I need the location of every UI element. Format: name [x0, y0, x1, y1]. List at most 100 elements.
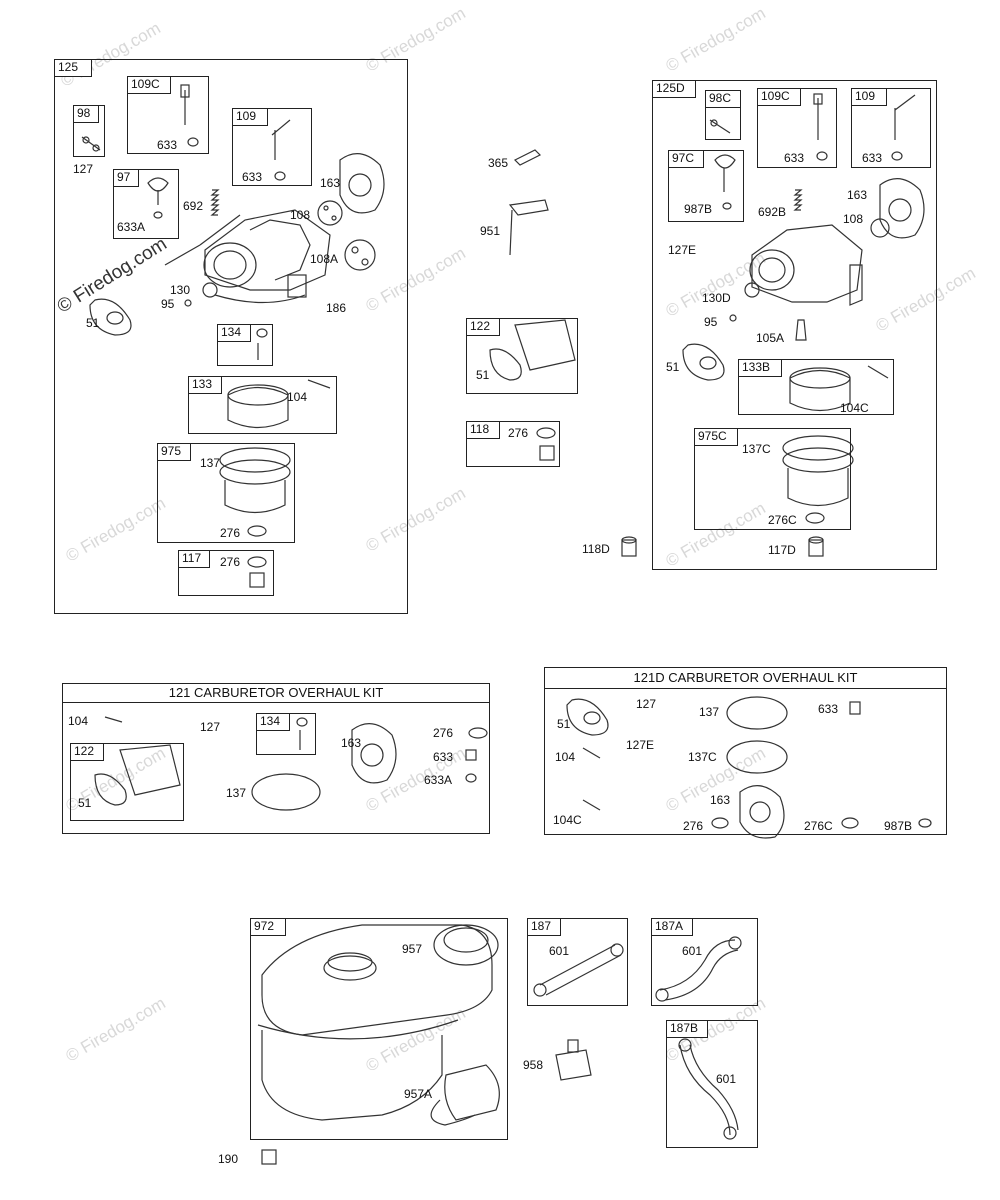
label-127: 127	[73, 162, 94, 176]
box-133	[188, 376, 337, 434]
label-633: 633	[157, 138, 178, 152]
needle-105a-drawing	[795, 319, 807, 341]
tag-975c: 975C	[694, 428, 738, 446]
label-163: 163	[341, 736, 362, 750]
label-108: 108	[843, 212, 864, 226]
tag-109-d: 109	[851, 88, 887, 106]
label-104: 104	[68, 714, 89, 728]
spring-692-drawing	[210, 189, 220, 216]
bowl-975-drawing	[219, 447, 291, 537]
label-601: 601	[716, 1072, 737, 1086]
gasket-51-d-drawing	[682, 343, 725, 381]
pin-109-d-drawing	[891, 94, 916, 161]
label-104c: 104C	[553, 813, 582, 827]
float-133-drawing	[227, 379, 331, 429]
gasket-122-kit-drawing	[94, 744, 181, 806]
label-137: 137	[226, 786, 247, 800]
group-125d-frame	[652, 80, 937, 570]
label-601: 601	[682, 944, 703, 958]
label-633: 633	[818, 702, 839, 716]
label-104: 104	[555, 750, 576, 764]
hose-187b-drawing	[678, 1038, 739, 1140]
label-276: 276	[220, 555, 241, 569]
box-122	[466, 318, 578, 394]
kit-121d-title: 121D CARBURETOR OVERHAUL KIT	[544, 667, 947, 689]
label-118d: 118D	[582, 542, 610, 556]
screw-117d-drawing	[808, 536, 824, 557]
label-163: 163	[320, 176, 341, 190]
label-633: 633	[784, 151, 805, 165]
lever-951-drawing	[508, 199, 549, 256]
gasket-122-drawing	[489, 319, 576, 381]
label-108: 108	[290, 208, 311, 222]
box-133b	[738, 359, 894, 415]
seal-118-drawing	[536, 427, 556, 461]
valve-958-drawing	[555, 1039, 592, 1081]
screw-190-drawing	[261, 1149, 277, 1165]
carburetor-125-drawing	[164, 209, 331, 304]
label-108a: 108A	[310, 252, 339, 266]
pin-104c-kitd-drawing	[582, 799, 601, 811]
screw-95-drawing	[184, 299, 192, 307]
plate-108-d-drawing	[870, 218, 890, 238]
tank-972-frame	[250, 918, 508, 1140]
label-137c: 137C	[742, 442, 771, 456]
tag-117: 117	[178, 550, 210, 568]
label-633: 633	[433, 750, 454, 764]
part-130d-drawing	[744, 282, 760, 298]
label-51: 51	[557, 717, 571, 731]
label-51: 51	[86, 316, 100, 330]
kit-121-frame	[62, 683, 490, 834]
screw-117-drawing	[247, 556, 267, 588]
label-276c: 276C	[804, 819, 833, 833]
hose-187a-frame	[651, 918, 758, 1006]
label-104c: 104C	[840, 401, 869, 415]
carburetor-125d-drawing	[749, 224, 863, 306]
label-190: 190	[218, 1152, 239, 1166]
hose-187b-frame	[666, 1020, 758, 1148]
box-122-kit	[70, 743, 184, 821]
tag-98c: 98C	[705, 90, 741, 108]
pin-109c-drawing	[180, 84, 199, 147]
label-105a: 105A	[756, 331, 785, 345]
label-276c: 276C	[768, 513, 797, 527]
washer-633a-kit-drawing	[465, 773, 477, 783]
kit-121d-frame	[544, 667, 947, 835]
label-51: 51	[666, 360, 680, 374]
screw-98-drawing	[81, 136, 101, 152]
seal-276-kit-drawing	[468, 727, 488, 739]
label-186: 186	[326, 301, 347, 315]
label-130d: 130D	[702, 291, 731, 305]
label-104: 104	[287, 390, 308, 404]
plate-108-drawing	[317, 200, 343, 226]
label-276: 276	[433, 726, 454, 740]
label-163: 163	[710, 793, 731, 807]
label-127e: 127E	[668, 243, 697, 257]
box-975c	[694, 428, 851, 530]
label-633: 633	[862, 151, 883, 165]
float-97c-drawing	[714, 154, 736, 210]
gasket-163-d-drawing	[879, 178, 925, 239]
screw-98c-drawing	[709, 119, 731, 134]
washer-987b-kitd-drawing	[918, 818, 932, 828]
box-109	[232, 108, 312, 186]
tag-122: 122	[466, 318, 500, 336]
ring-137-kit-drawing	[251, 773, 321, 811]
label-137: 137	[200, 456, 221, 470]
tag-975: 975	[157, 443, 191, 461]
tag-97: 97	[113, 169, 139, 187]
box-109-d	[851, 88, 931, 168]
label-51: 51	[476, 368, 490, 382]
label-130: 130	[170, 283, 191, 297]
tag-98: 98	[73, 105, 99, 123]
label-633a: 633A	[424, 773, 453, 787]
tag-109: 109	[232, 108, 268, 126]
pin-104-kitd-drawing	[582, 747, 601, 759]
label-633a: 633A	[117, 220, 146, 234]
label-958: 958	[523, 1058, 544, 1072]
tag-134: 134	[217, 324, 251, 342]
tag-118: 118	[466, 421, 500, 439]
label-957: 957	[402, 942, 423, 956]
label-51: 51	[78, 796, 92, 810]
